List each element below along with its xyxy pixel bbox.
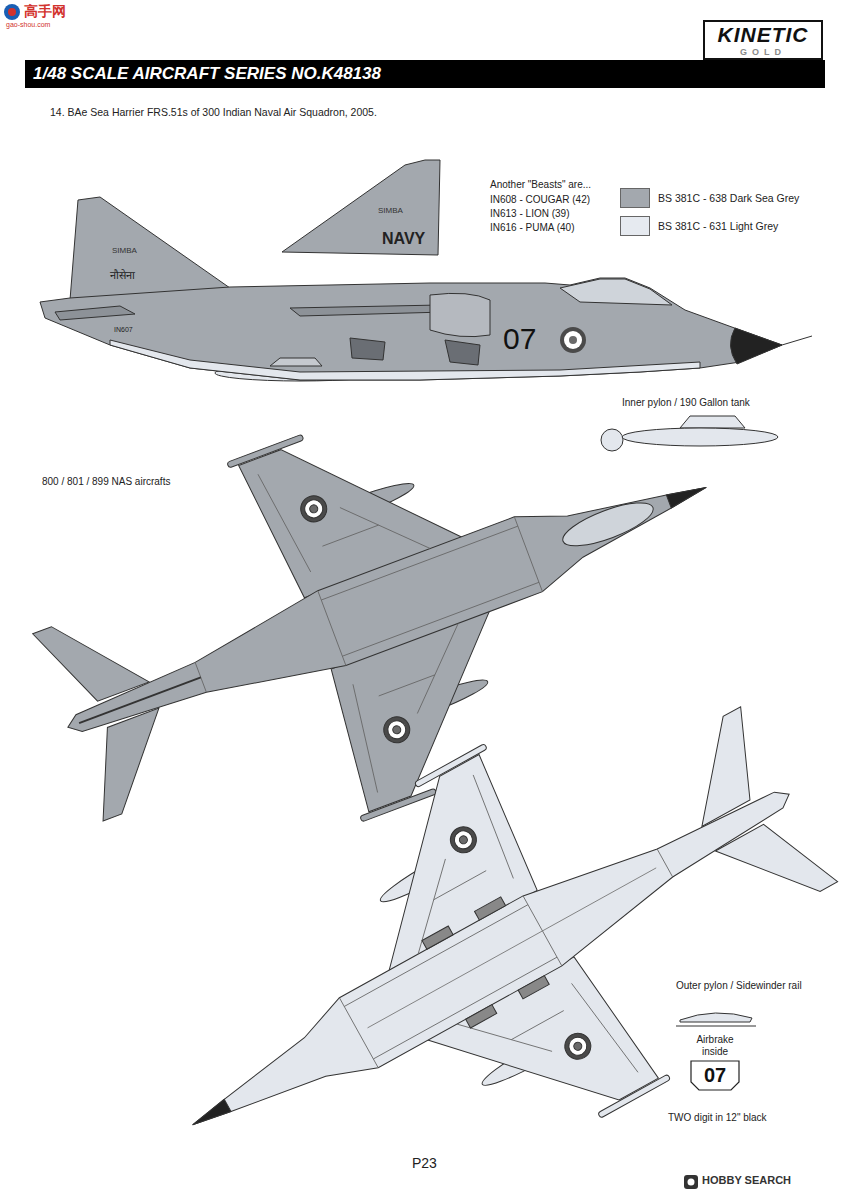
part-note: Inner pylon / 190 Gallon tank (622, 397, 750, 409)
pylon (270, 358, 322, 366)
legend-entry: BS 381C - 631 Light Grey (620, 216, 778, 236)
fin-marking: नौसेना (110, 270, 135, 283)
inner-pylon-tank (601, 416, 778, 451)
note-line: IN608 - COUGAR (42) (490, 194, 590, 206)
legend-text: BS 381C - 631 Light Grey (658, 220, 778, 232)
brand-tier: GOLD (740, 47, 786, 57)
fin-marking: SIMBA (378, 206, 403, 215)
watermark-logo: 高手网 (24, 3, 66, 19)
fin-marking: NAVY (382, 230, 425, 248)
note-line: IN613 - LION (39) (490, 208, 569, 220)
page-number: P23 (412, 1155, 437, 1171)
tailplane (55, 306, 135, 320)
fin-inset (282, 160, 440, 255)
nozzle (475, 897, 506, 920)
legend-entry: BS 381C - 638 Dark Sea Grey (620, 188, 799, 208)
roundel (560, 327, 586, 353)
airbrake-marking: Airbrake inside 07 (680, 1034, 750, 1091)
fin-marking: SIMBA (112, 246, 137, 255)
series-title: 1/48 SCALE AIRCRAFT SERIES NO.K48138 (33, 64, 381, 84)
pitot-probe (782, 336, 812, 345)
underside (110, 340, 700, 380)
airbrake-outline: 07 (690, 1060, 740, 1091)
view-note: 800 / 801 / 899 NAS aircrafts (42, 476, 170, 488)
nozzle (466, 1005, 497, 1028)
airbrake-heading: Airbrake inside (689, 1034, 741, 1057)
airbrake-outline-path (691, 1061, 739, 1090)
fin-top (79, 677, 201, 723)
legend-swatch (620, 216, 650, 236)
outer-pylon (676, 1013, 756, 1026)
brand-logo: KINETICGOLD (703, 20, 823, 60)
legend-swatch (620, 188, 650, 208)
series-band: 1/48 SCALE AIRCRAFT SERIES NO.K48138 (25, 60, 825, 88)
hobby-search-icon (684, 1175, 698, 1189)
fin (70, 197, 230, 300)
serial-marking: IN607 (114, 326, 133, 334)
part-note: Outer pylon / Sidewinder rail (676, 980, 802, 992)
rear-nozzle (350, 338, 385, 360)
brand-name: KINETIC (718, 23, 809, 47)
note-heading: Another "Beasts" are... (490, 179, 591, 191)
bottom-view-plan (100, 626, 846, 1200)
nozzle (518, 976, 549, 999)
watermark-emblem (4, 4, 20, 20)
note-line: IN616 - PUMA (40) (490, 222, 574, 234)
marking-note: TWO digit in 12" black (668, 1112, 767, 1124)
side-number: 07 (503, 322, 536, 357)
top-view-plan (0, 308, 773, 907)
legend-text: BS 381C - 638 Dark Sea Grey (658, 192, 799, 204)
nozzle (422, 926, 453, 949)
canopy (560, 279, 672, 305)
airbrake-number: 07 (704, 1064, 726, 1087)
centre-line (368, 868, 657, 1028)
bottom-view (100, 626, 846, 1200)
wing (290, 305, 445, 316)
radome (730, 328, 782, 364)
canopy (558, 494, 658, 554)
fuselage (40, 278, 782, 380)
watermark-text: HOBBY SEARCH (702, 1174, 791, 1187)
figure-title: 14. BAe Sea Harrier FRS.51s of 300 India… (50, 106, 377, 118)
front-nozzle (445, 340, 480, 365)
intake (430, 293, 490, 336)
top-view (0, 308, 773, 907)
watermark-url: gao-shou.com (6, 21, 50, 29)
